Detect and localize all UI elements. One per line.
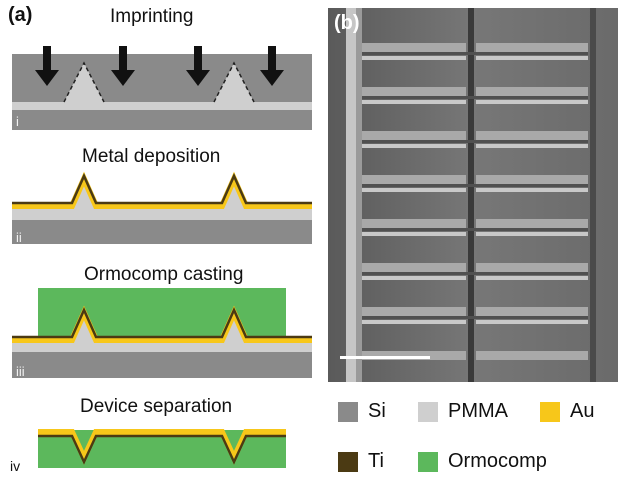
imprinting-diagram	[12, 46, 312, 130]
legend-label: PMMA	[448, 400, 508, 422]
step-4-title: Device separation	[80, 396, 233, 417]
panel-b-label: (b)	[334, 12, 360, 34]
step-4-number: iv	[10, 458, 21, 474]
legend-label: Au	[570, 400, 595, 422]
legend-item-ti: Ti	[338, 450, 384, 473]
pmma-layer	[12, 102, 312, 110]
si-substrate	[12, 110, 312, 130]
panel-a-label: (a)	[8, 4, 33, 26]
legend-item-ormocomp: Ormocomp	[418, 450, 547, 473]
ormocomp-swatch	[418, 451, 438, 472]
step-3-number: iii	[16, 364, 25, 379]
press-arrow-icon	[111, 46, 135, 86]
ti-layer	[12, 172, 312, 205]
press-arrow-icon	[260, 46, 284, 86]
legend-label: Ormocomp	[448, 450, 547, 472]
nanoridge-rows	[362, 43, 588, 360]
step-1-title: Imprinting	[110, 6, 194, 27]
step-3-title: Ormocomp casting	[84, 264, 244, 285]
step-1-number: i	[16, 114, 19, 129]
step-2-title: Metal deposition	[82, 146, 221, 167]
press-arrow-icon	[35, 46, 59, 86]
ormocomp-casting-diagram	[12, 288, 312, 378]
device-separation-diagram	[38, 429, 286, 468]
au-swatch	[540, 401, 560, 422]
sem-image: (b)	[328, 8, 618, 382]
scale-bar	[340, 356, 430, 359]
pmma-ridge	[64, 63, 104, 102]
legend-item-si: Si	[338, 400, 386, 423]
legend-label: Si	[368, 400, 386, 422]
pmma-ridge	[214, 63, 254, 102]
legend-item-au: Au	[540, 400, 594, 423]
pmma-swatch	[418, 401, 438, 422]
si-swatch	[338, 401, 358, 422]
legend-label: Ti	[368, 450, 384, 472]
metal-deposition-diagram	[12, 171, 312, 244]
ti-swatch	[338, 451, 358, 472]
step-2-number: ii	[16, 230, 22, 245]
legend-item-pmma: PMMA	[418, 400, 508, 423]
press-arrow-icon	[186, 46, 210, 86]
